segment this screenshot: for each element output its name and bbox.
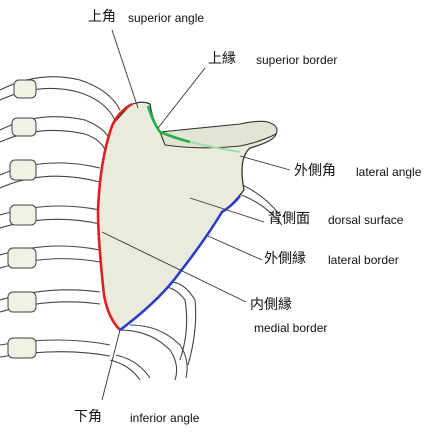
leader-dorsal-surface [189,197,265,223]
superior-border-line-faint [189,141,241,153]
lateral-angle-label-jp: 外側角 [294,163,336,179]
rib [109,359,141,381]
rib [0,175,101,189]
medial-border-line [96,102,133,331]
superior-border-label-en: superior border [256,53,338,67]
leader-lateral-border [207,235,263,261]
inferior-angle-label-jp: 下角 [74,409,102,425]
lateral-angle-label-en: lateral angle [356,165,422,179]
leader-superior-angle [111,29,139,109]
vertebra [13,79,37,99]
vertebra [7,337,37,359]
vertebrae [7,79,37,359]
medial-border-label-jp: 内側縁 [250,297,292,313]
superior-angle-label-en: superior angle [128,11,205,25]
dorsal-surface-label-jp: 背側面 [268,211,310,227]
superior-border-line [146,105,191,144]
rib [115,354,151,379]
dorsal-surface-label-en: dorsal surface [328,213,404,227]
superior-border-label-jp: 上縁 [208,51,236,67]
leader-inferior-angle [101,329,121,401]
vertebra [9,159,37,181]
lateral-border-label-en: lateral border [328,253,399,267]
rib [159,281,197,366]
rib [129,324,188,379]
rib [119,329,178,381]
vertebra [7,247,37,269]
leader-superior-border [157,67,206,129]
rib [0,218,101,229]
vertebra [11,117,37,137]
lateral-border-label-jp: 外側縁 [264,251,306,267]
leader-medial-border [101,231,247,303]
vertebra [9,204,37,226]
medial-border-label-en: medial border [254,321,328,335]
inferior-angle-label-en: inferior angle [130,411,200,425]
lateral-border-line [119,195,242,332]
superior-angle-label-jp: 上角 [88,9,116,25]
leader-lines [101,29,291,401]
leader-lateral-angle [239,155,291,171]
vertebra [7,291,37,313]
